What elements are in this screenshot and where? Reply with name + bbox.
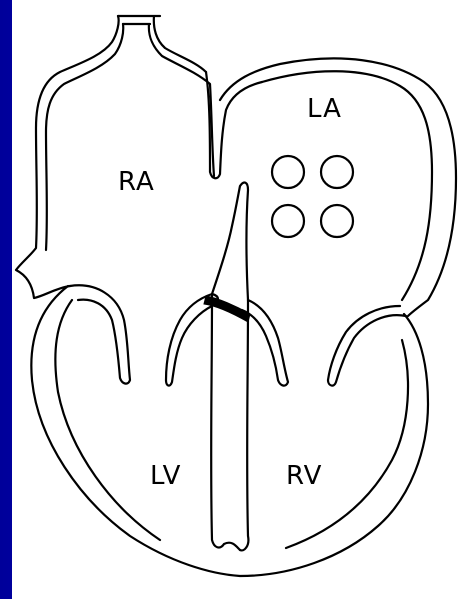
interventricular-septum-right-wall <box>240 300 248 550</box>
right-atrium-inner-wall <box>46 24 123 250</box>
ventricle-inner-border-right <box>286 340 408 548</box>
pulmonary-vein-opening-3 <box>272 205 304 237</box>
mitral-medial-leaflet <box>166 294 218 386</box>
left-av-valve-leaflet <box>70 285 130 383</box>
pulmonary-vein-opening-4 <box>321 205 353 237</box>
right-atrium-outer-wall <box>16 16 119 298</box>
caval-stump-inner <box>123 24 214 176</box>
left-ventricle-label: LV <box>150 463 181 489</box>
pulmonary-vein-opening-1 <box>272 156 304 188</box>
right-ventricle-label: RV <box>286 463 322 489</box>
interventricular-septum-left-wall <box>211 294 240 550</box>
ventricle-inner-border <box>55 300 160 540</box>
pulmonary-vein-opening-2 <box>321 156 353 188</box>
right-av-valve-leaflet <box>328 306 406 386</box>
septum-upper-spike <box>212 183 248 300</box>
ventricle-outer-border <box>31 286 428 576</box>
left-atrium-label: LA <box>307 96 342 122</box>
interatrial-septum <box>206 72 262 178</box>
right-atrium-label: RA <box>118 169 155 195</box>
